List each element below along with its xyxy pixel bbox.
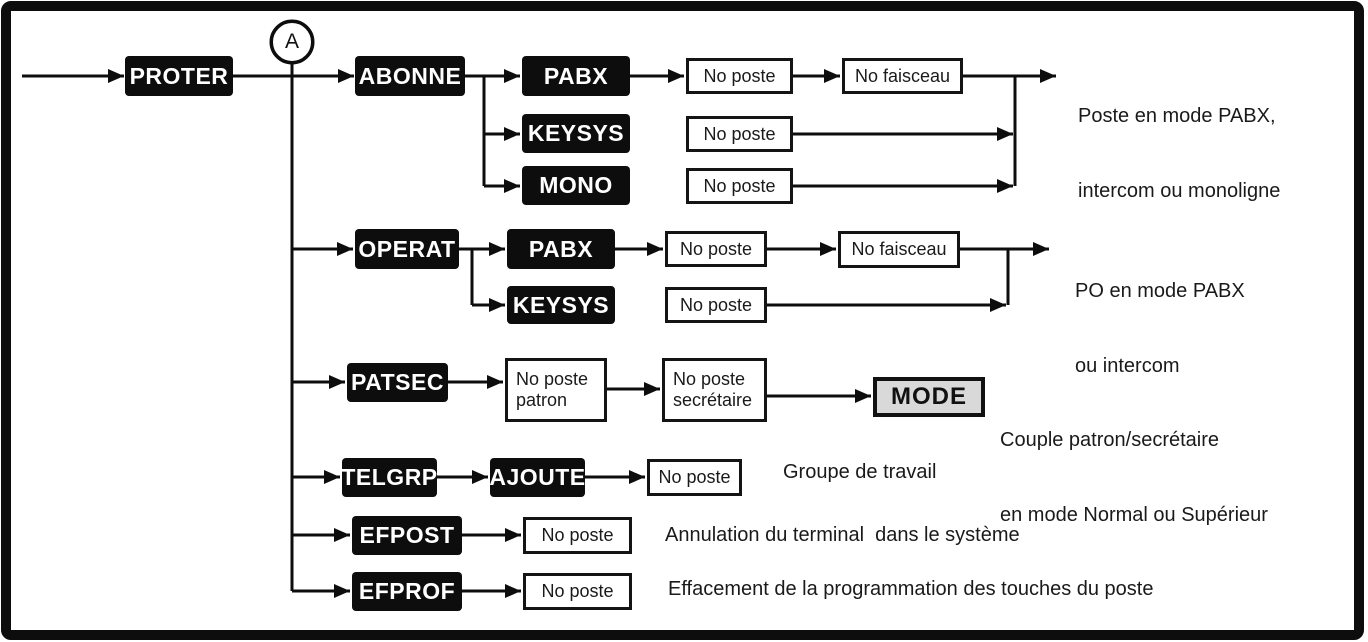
- node-abonne-pabx: PABX: [522, 56, 630, 96]
- value-efpost-no-poste: No poste: [523, 517, 632, 554]
- value-patsec-no-poste-secretaire: No poste secrétaire: [662, 358, 767, 422]
- description-operat-line2: ou intercom: [1075, 355, 1180, 377]
- description-abonne-line2: intercom ou monoligne: [1078, 180, 1281, 202]
- node-mode: MODE: [873, 377, 985, 417]
- value-abonne-mono-no-poste: No poste: [686, 168, 793, 204]
- description-abonne-line1: Poste en mode PABX,: [1078, 105, 1276, 127]
- node-proter: PROTER: [125, 56, 233, 96]
- description-patsec-line1: Couple patron/secrétaire: [1000, 429, 1220, 451]
- value-patsec-no-poste-patron: No poste patron: [505, 358, 607, 422]
- description-operat-line1: PO en mode PABX: [1075, 280, 1245, 302]
- patron-line2: patron: [516, 390, 568, 410]
- description-patsec-line2: en mode Normal ou Supérieur: [1000, 504, 1268, 526]
- description-efpost: Annulation du terminal dans le système: [665, 524, 1020, 546]
- secretaire-line2: secrétaire: [673, 390, 753, 410]
- node-abonne: ABONNE: [355, 56, 465, 96]
- value-efprof-no-poste: No poste: [523, 573, 632, 610]
- value-abonne-pabx-no-faisceau: No faisceau: [842, 58, 963, 94]
- node-ajoute: AJOUTE: [489, 458, 585, 497]
- node-patsec: PATSEC: [347, 363, 448, 402]
- secretaire-line1: No poste: [673, 369, 746, 389]
- node-telgrp: TELGRP: [341, 458, 437, 497]
- node-efpost: EFPOST: [352, 516, 462, 555]
- value-operat-pabx-no-poste: No poste: [665, 231, 767, 267]
- value-abonne-keysys-no-poste: No poste: [686, 116, 793, 152]
- node-efprof: EFPROF: [352, 572, 462, 611]
- value-operat-pabx-no-faisceau: No faisceau: [838, 231, 960, 268]
- description-telgrp: Groupe de travail: [783, 461, 937, 483]
- node-abonne-mono: MONO: [522, 166, 630, 205]
- node-operat-keysys: KEYSYS: [507, 286, 615, 324]
- description-abonne: Poste en mode PABX, intercom ou monolign…: [1078, 54, 1280, 254]
- value-operat-keysys-no-poste: No poste: [665, 287, 767, 323]
- value-abonne-pabx-no-poste: No poste: [686, 58, 793, 94]
- ref-circle-a: A: [270, 20, 314, 64]
- node-abonne-keysys: KEYSYS: [522, 114, 630, 153]
- description-operat: PO en mode PABX ou intercom: [1075, 229, 1245, 429]
- description-patsec: Couple patron/secrétaire en mode Normal …: [1000, 378, 1268, 578]
- description-efprof: Effacement de la programmation des touch…: [668, 578, 1154, 600]
- value-telgrp-no-poste: No poste: [647, 459, 742, 496]
- node-operat-pabx: PABX: [507, 229, 615, 269]
- node-operat: OPERAT: [355, 229, 459, 269]
- patron-line1: No poste: [516, 369, 589, 389]
